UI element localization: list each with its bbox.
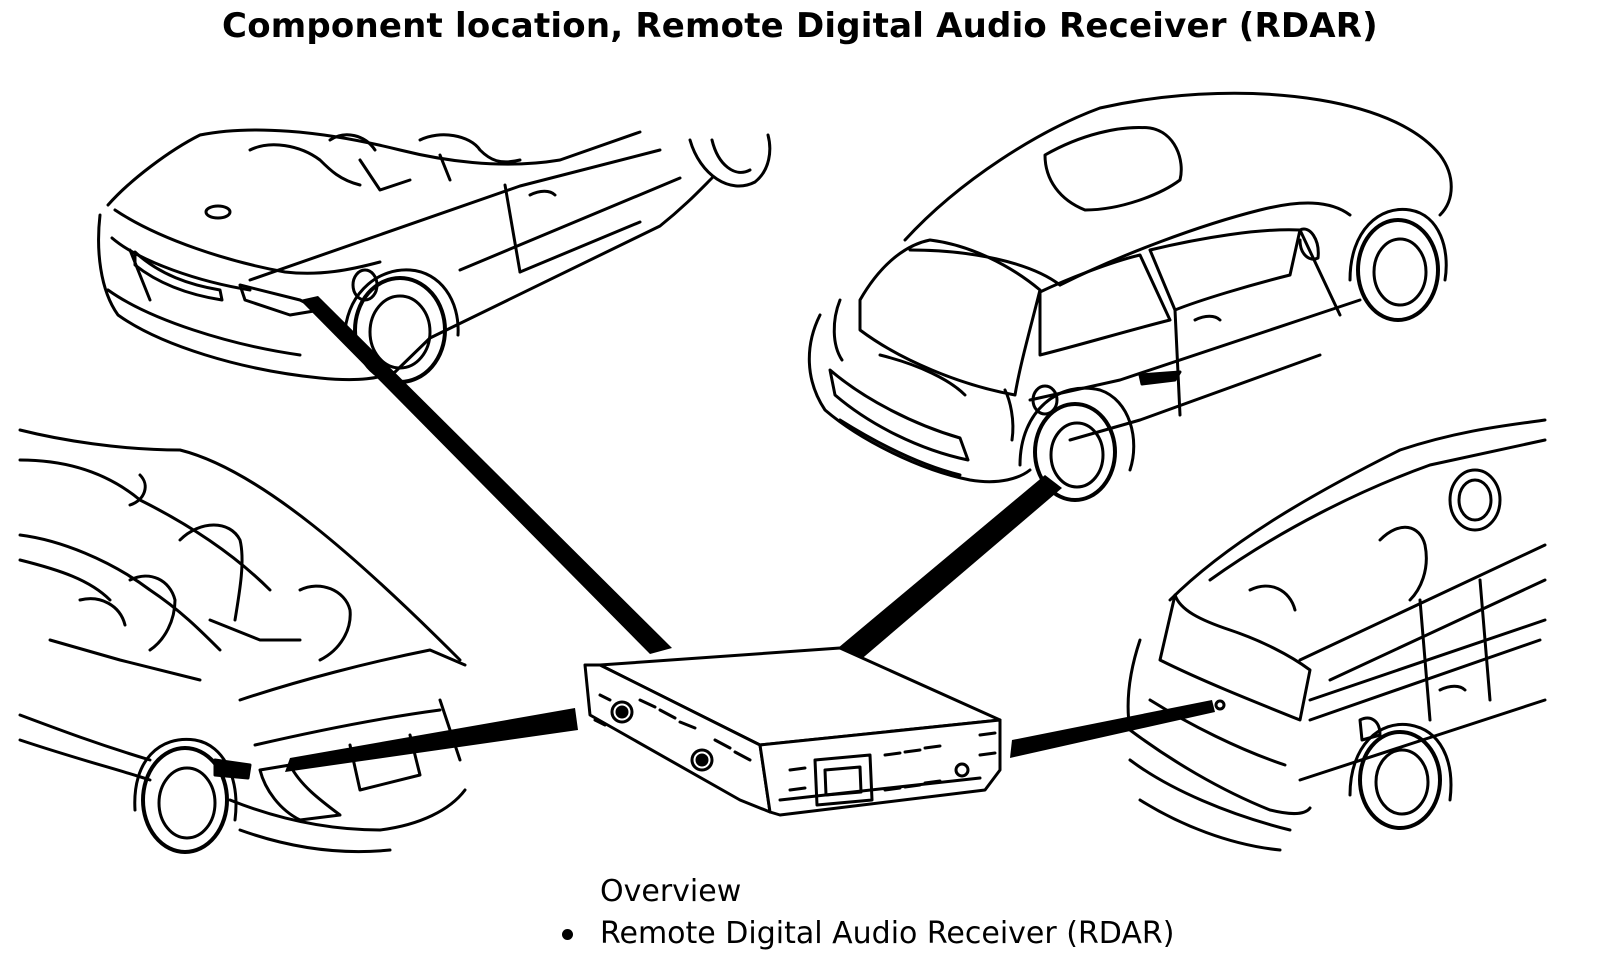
convertible-car-illustration: [97, 128, 772, 384]
sedan-car-illustration: [18, 428, 467, 854]
diagram-title: Component location, Remote Digital Audio…: [222, 6, 1378, 46]
bullet-icon: [562, 929, 573, 940]
leader-convertible: [300, 296, 672, 654]
hatchback-car-illustration: [807, 91, 1453, 502]
leader-hatchback: [838, 475, 1062, 662]
caption-item-label: Remote Digital Audio Receiver (RDAR): [600, 916, 1175, 951]
callout-leaders: [285, 296, 1215, 772]
caption-block: Overview Remote Digital Audio Receiver (…: [562, 872, 1175, 956]
leader-wagon: [1010, 700, 1215, 758]
caption-heading: Overview: [600, 874, 742, 909]
wagon-car-illustration: [1126, 418, 1547, 852]
leader-sedan: [285, 708, 578, 772]
caption-list-item: Remote Digital Audio Receiver (RDAR): [562, 912, 1175, 956]
rdar-module-illustration: [583, 646, 1002, 817]
